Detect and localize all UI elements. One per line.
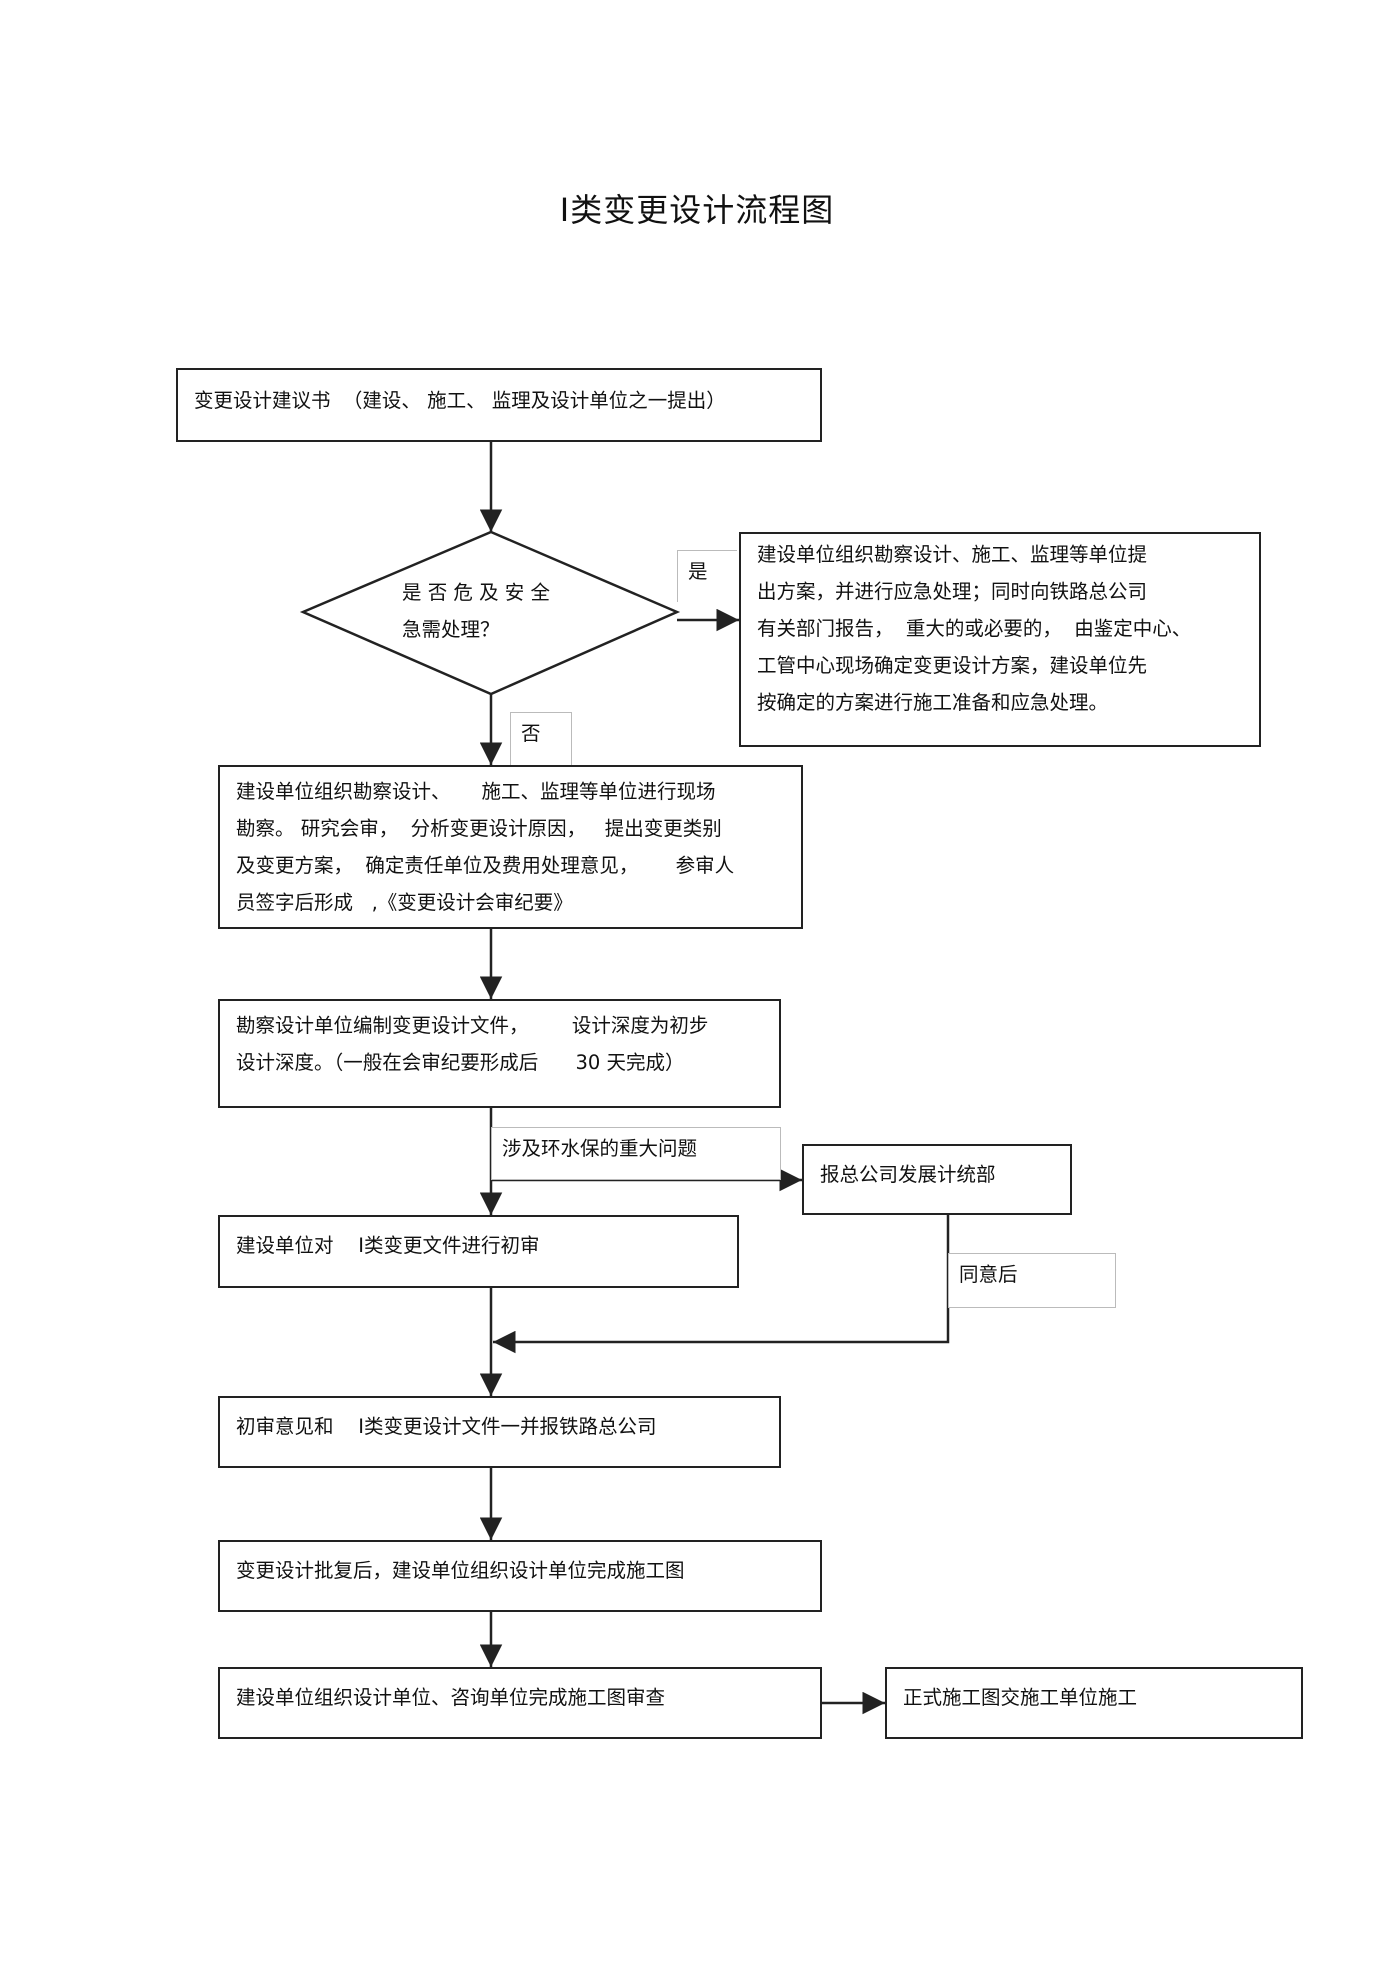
agree-label: 同意后 bbox=[948, 1253, 1116, 1308]
report-dept-box: 报总公司发展计统部 bbox=[802, 1144, 1072, 1215]
drawing-review-box: 建设单位组织设计单位、咨询单位完成施工图审查 bbox=[218, 1667, 822, 1739]
env-label: 涉及环水保的重大问题 bbox=[491, 1127, 781, 1180]
yes-label: 是 bbox=[677, 550, 737, 602]
decision-text: 是 否 危 及 安 全 急需处理？ bbox=[402, 581, 550, 641]
initial-review-box: 建设单位对 Ⅰ类变更文件进行初审 bbox=[218, 1215, 739, 1288]
page-title: Ⅰ类变更设计流程图 bbox=[559, 191, 835, 229]
no-label: 否 bbox=[510, 712, 572, 765]
approved-box: 变更设计批复后，建设单位组织设计单位完成施工图 bbox=[218, 1540, 822, 1612]
compile-box: 勘察设计单位编制变更设计文件， 设计深度为初步 设计深度。（一般在会审纪要形成后… bbox=[218, 999, 781, 1108]
decision-diamond bbox=[299, 530, 681, 696]
emergency-box: 建设单位组织勘察设计、施工、监理等单位提 出方案，并进行应急处理；同时向铁路总公… bbox=[739, 532, 1261, 747]
proposal-box: 变更设计建议书 （建设、 施工、 监理及设计单位之一提出） bbox=[176, 368, 822, 442]
formal-box: 正式施工图交施工单位施工 bbox=[885, 1667, 1303, 1739]
submit-box: 初审意见和 Ⅰ类变更设计文件一并报铁路总公司 bbox=[218, 1396, 781, 1468]
survey-box: 建设单位组织勘察设计、 施工、监理等单位进行现场 勘察。 研究会审， 分析变更设… bbox=[218, 765, 803, 929]
